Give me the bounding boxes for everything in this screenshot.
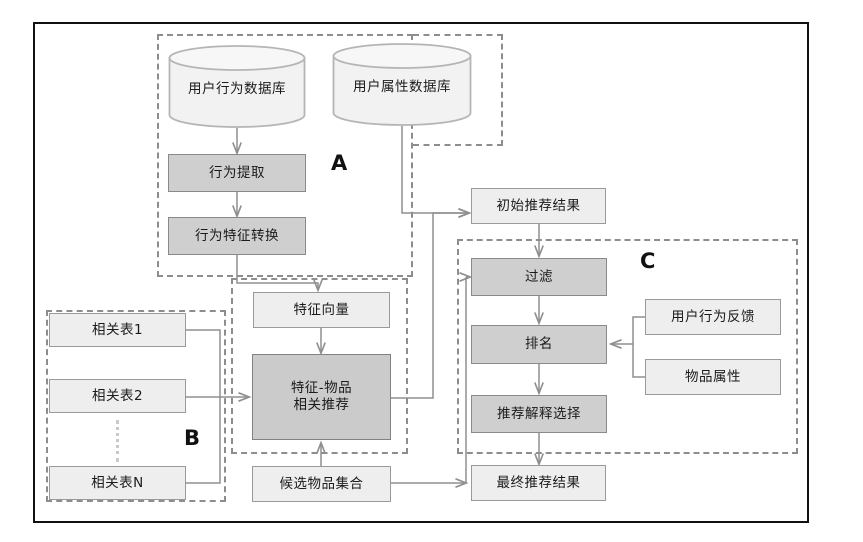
node-relation-table-2[interactable]: 相关表2 bbox=[49, 379, 186, 413]
node-initial-recommend-result[interactable]: 初始推荐结果 bbox=[471, 188, 606, 224]
node-recommend-explanation-select[interactable]: 推荐解释选择 bbox=[471, 395, 607, 433]
node-feature-item-recommend-line1: 特征-物品 bbox=[290, 380, 353, 397]
node-behavior-extraction[interactable]: 行为提取 bbox=[168, 154, 306, 192]
node-user-behavior-feedback[interactable]: 用户行为反馈 bbox=[645, 299, 781, 335]
region-a-label: A bbox=[331, 151, 348, 175]
region-c-label: C bbox=[640, 249, 656, 273]
region-b-label: B bbox=[184, 426, 201, 450]
node-relation-table-n[interactable]: 相关表N bbox=[49, 466, 186, 500]
node-behavior-feature-transform[interactable]: 行为特征转换 bbox=[168, 217, 306, 255]
node-item-attribute[interactable]: 物品属性 bbox=[645, 359, 781, 395]
node-feature-item-recommend-line2: 相关推荐 bbox=[293, 397, 350, 413]
region-b-boundary bbox=[46, 310, 226, 502]
relation-table-ellipsis bbox=[116, 420, 121, 462]
user-attribute-db-label: 用户属性数据库 bbox=[353, 78, 451, 95]
cylinder-shape bbox=[168, 45, 306, 128]
node-feature-vector[interactable]: 特征向量 bbox=[253, 292, 390, 328]
user-behavior-db-label: 用户行为数据库 bbox=[188, 80, 286, 97]
node-candidate-item-set[interactable]: 候选物品集合 bbox=[252, 466, 391, 502]
node-final-recommend-result[interactable]: 最终推荐结果 bbox=[471, 465, 606, 501]
cylinder-shape bbox=[332, 43, 472, 126]
node-ranking[interactable]: 排名 bbox=[471, 325, 607, 364]
node-relation-table-1[interactable]: 相关表1 bbox=[49, 313, 186, 347]
user-behavior-db[interactable]: 用户行为数据库 bbox=[168, 45, 306, 128]
user-attribute-db[interactable]: 用户属性数据库 bbox=[332, 43, 472, 126]
node-feature-item-recommend[interactable]: 特征-物品 相关推荐 bbox=[252, 354, 391, 440]
node-filter[interactable]: 过滤 bbox=[471, 258, 607, 296]
